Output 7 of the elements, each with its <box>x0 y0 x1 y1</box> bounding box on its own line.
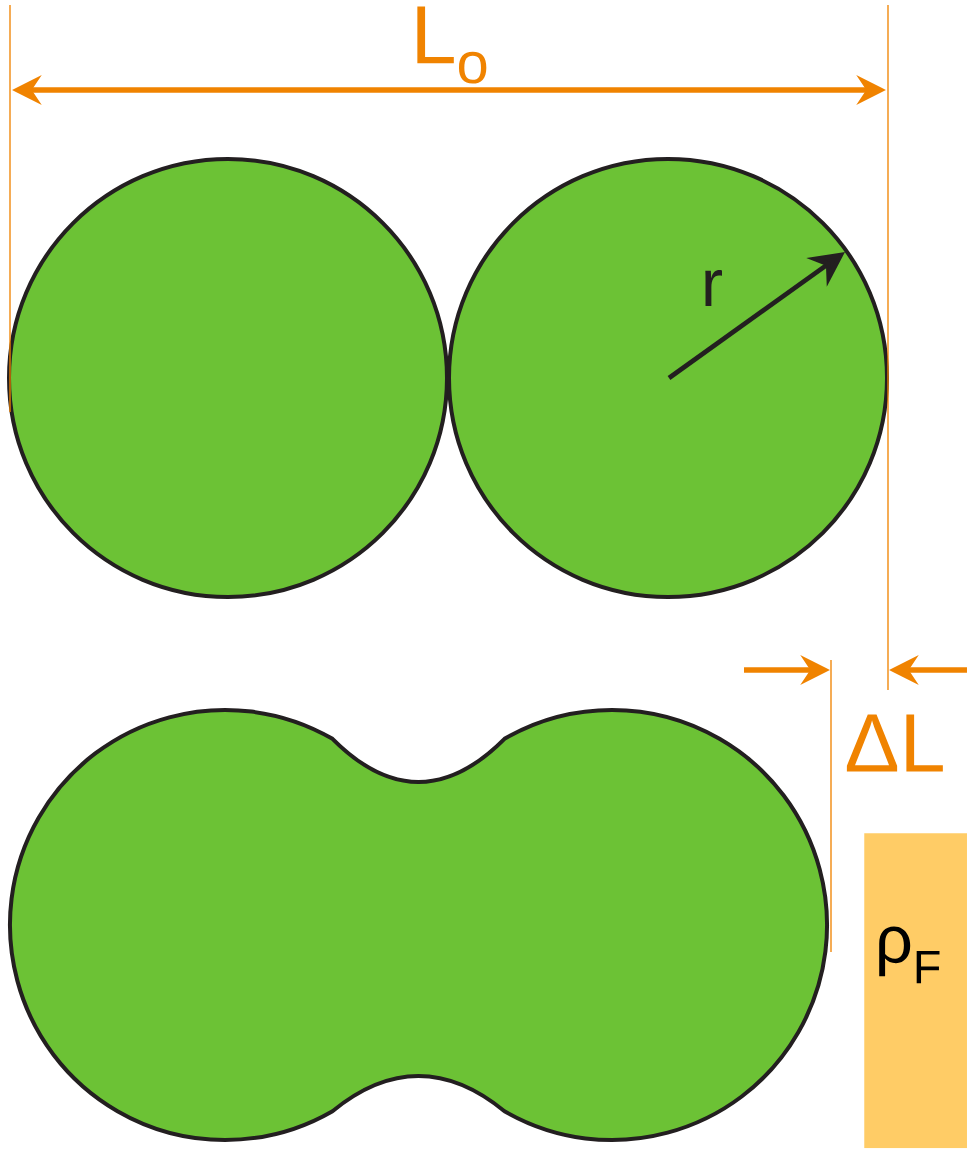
sintered-particles-shape <box>7 707 830 1143</box>
dimension-label: ΔL <box>846 714 943 772</box>
particle-circle <box>7 157 449 599</box>
dimension-label: r <box>705 270 722 306</box>
density-box: ρ$_{F}$ <box>864 833 967 1149</box>
dimension-label: L$_{o}$ <box>417 6 487 84</box>
particle-circle <box>447 157 889 599</box>
